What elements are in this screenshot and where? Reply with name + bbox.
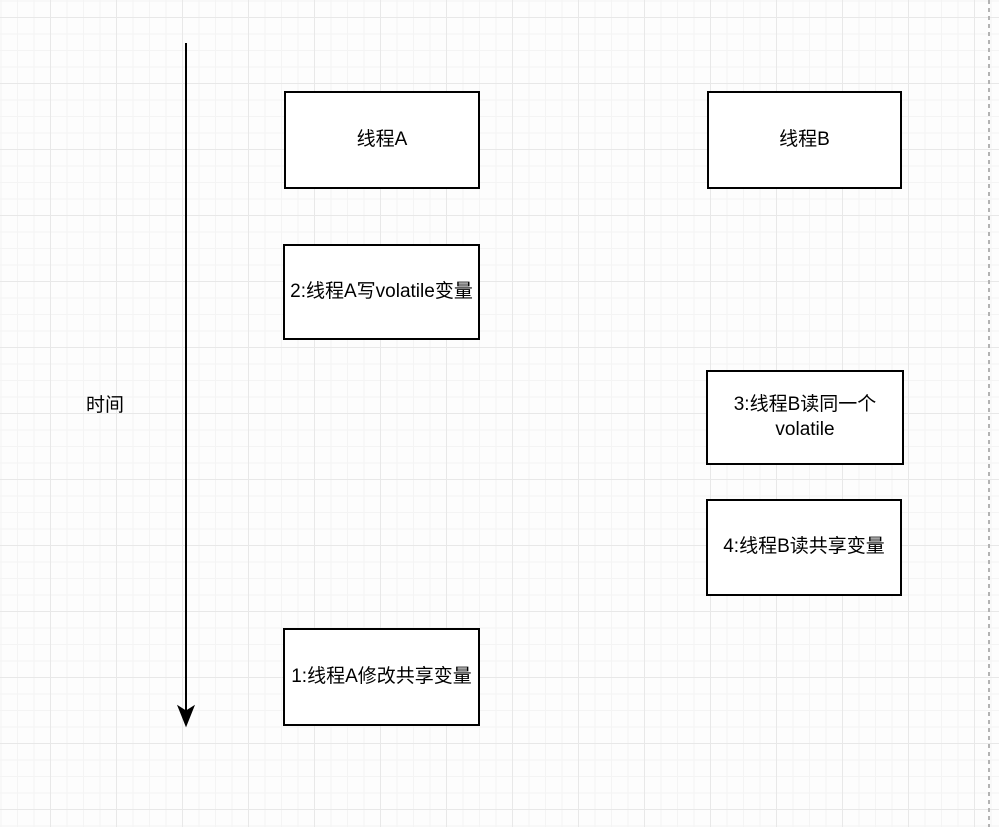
node-step-2-write-volatile[interactable]: 2:线程A写volatile变量 bbox=[283, 244, 480, 340]
node-step-4-read-shared-var[interactable]: 4:线程B读共享变量 bbox=[706, 499, 902, 596]
page-boundary-dashed-line bbox=[988, 0, 990, 827]
node-thread-b[interactable]: 线程B bbox=[707, 91, 902, 189]
node-step-3-read-same-volatile[interactable]: 3:线程B读同一个 volatile bbox=[706, 370, 904, 465]
node-step-2-label: 2:线程A写volatile变量 bbox=[290, 280, 473, 302]
arrowhead-down-icon bbox=[176, 704, 196, 728]
node-step-4-label: 4:线程B读共享变量 bbox=[723, 536, 885, 558]
node-thread-a-label: 线程A bbox=[356, 128, 408, 150]
node-step-1-label: 1:线程A修改共享变量 bbox=[291, 665, 472, 687]
node-step-1-modify-shared-var[interactable]: 1:线程A修改共享变量 bbox=[283, 628, 480, 726]
node-thread-b-label: 线程B bbox=[779, 128, 830, 150]
node-step-3-label: 3:线程B读同一个 volatile bbox=[733, 393, 877, 440]
time-axis-label: 时间 bbox=[85, 395, 124, 416]
time-axis-arrow[interactable] bbox=[170, 40, 204, 732]
node-thread-a[interactable]: 线程A bbox=[284, 91, 480, 189]
